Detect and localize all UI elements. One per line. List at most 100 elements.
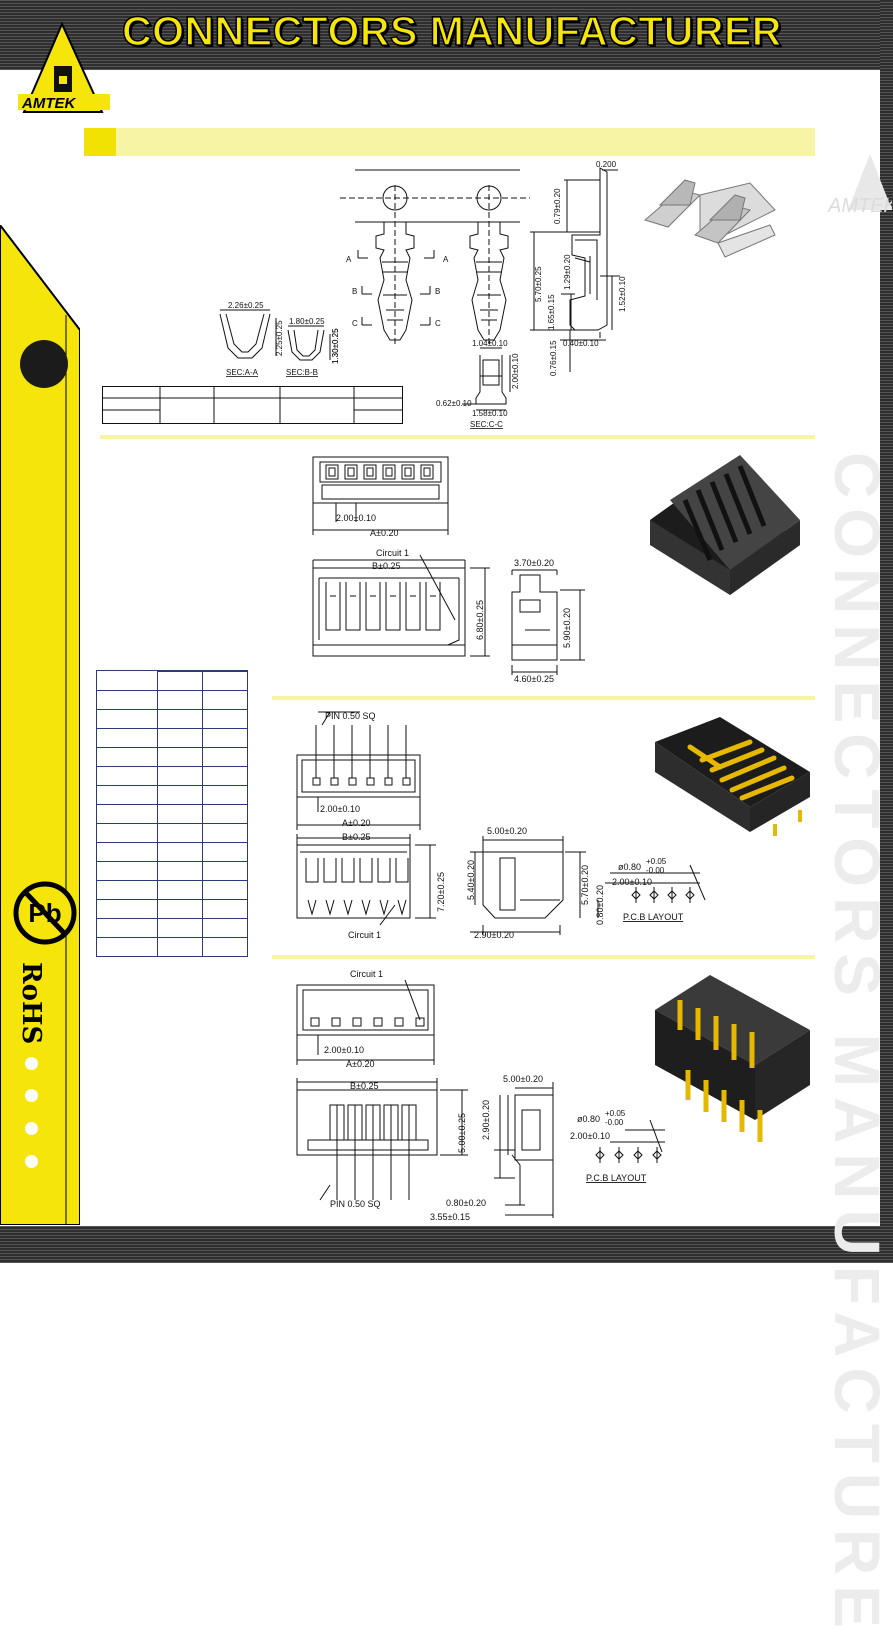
table-row [96,842,248,862]
pcb-hole [595,1147,605,1163]
table-cell [202,823,248,843]
pcb-hole [685,887,695,903]
dim-label: ø0.80 [577,1114,600,1124]
table-row [96,690,248,710]
table-cell [157,804,203,824]
table-cell [202,690,248,710]
terminal-table [102,386,403,424]
dim-label: ø0.80 [618,862,641,872]
pcb-label: P.C.B LAYOUT [586,1173,647,1183]
housing-contact [328,467,336,477]
sidebar-strip [0,225,80,1225]
pin-pad [415,1017,425,1027]
table-row [96,804,248,824]
dim-label: 2.90±0.20 [474,930,514,940]
table-row [96,861,248,881]
dim-label: 0.80±0.20 [595,885,605,925]
dim-label: 3.55±0.15 [430,1212,470,1222]
dim-label: 7.20±0.25 [436,872,446,912]
dim-label: 0.76±0.15 [549,340,558,376]
pin-pad [310,1017,320,1027]
dim-label: A±0.20 [342,818,370,828]
dim-label: 1.52±0.10 [618,276,627,312]
housing-slot [405,582,421,631]
pin-pad [373,1017,383,1027]
table-cell [157,842,203,862]
table-cell [202,709,248,729]
table-cell [202,842,248,862]
watermark-text: CONNECTORS MANUFACTURE [821,452,893,1638]
black-dot-icon [20,340,68,388]
dim-label: -0.00 [646,866,665,875]
section-marker [84,128,116,156]
table-cell [202,899,248,919]
dim-label: 2.26±0.25 [228,301,264,310]
housing-slot [325,582,341,631]
bullet-dot-icon [25,1122,38,1135]
housing-contact [347,467,355,477]
table-cell [157,766,203,786]
dim-label: 2.00±0.10 [570,1131,610,1141]
table-row [96,823,248,843]
table-cell [96,747,158,767]
bullet-dot-icon [25,1089,38,1102]
header-band [0,0,893,70]
housing-slot [345,582,361,631]
pin-pad [312,777,321,786]
pin-pad [352,1017,362,1027]
dim-label: 5.70±0.20 [580,865,590,905]
pin-pad [348,777,357,786]
lead-free-icon: Pb [13,881,77,945]
table-row [96,785,248,805]
housing-contact [404,467,412,477]
table-cell [202,880,248,900]
housing-slot [425,582,441,631]
table-cell [96,823,158,843]
terminal-photo [643,179,776,258]
dim-label: 2.00±0.10 [324,1045,364,1055]
housing-contact [385,467,393,477]
dim-label: 0.80±0.20 [446,1198,486,1208]
table-cell [157,861,203,881]
housing-slot [323,858,337,916]
pin-pad [394,1017,404,1027]
table-cell [96,899,158,919]
smt-vertical-photo [655,975,810,1142]
pcb-hole [652,1147,662,1163]
dim-label: 6.80±0.25 [475,600,485,640]
housing-contact [423,467,431,477]
dim-label: 0.200 [596,160,617,169]
pcb-label: P.C.B LAYOUT [623,912,684,922]
circuit-label: Circuit 1 [348,930,381,940]
table-cell [157,747,203,767]
footer-band [0,1226,893,1263]
section-mark: B [435,287,440,296]
housing-slot [359,858,373,916]
section-label: SEC:B-B [286,368,318,377]
table-cell [202,728,248,748]
amtek-logo: AMTEK [18,21,110,113]
smt-right-angle-drawing: PIN 0.50 SQ 2.00±0.10 A±0.20 B±0.25 7.20… [296,711,706,940]
section-label: SEC:A-A [226,368,259,377]
table-row [96,937,248,957]
housing-slot [305,858,319,916]
dim-label: 1.29±0.20 [563,254,572,290]
housing-slot [341,858,355,916]
dim-label: 1.30±0.25 [331,328,340,364]
dim-label: 1.80±0.25 [289,317,325,326]
dim-label: 2.25±0.25 [275,320,284,356]
dim-label: A±0.20 [346,1059,374,1069]
housing-cell [325,464,339,480]
pcb-hole [631,887,641,903]
rohs-label: RoHS [16,962,46,1045]
table-cell [157,918,203,938]
bullet-dot-icon [25,1155,38,1168]
dim-label: 0.79±0.20 [553,188,562,224]
table-cell [157,709,203,729]
pcb-hole [633,1147,643,1163]
table-cell [96,690,158,710]
pcb-hole [649,887,659,903]
watermark: CONNECTORS MANUFACTURE [821,220,893,1638]
spec-table [96,670,248,957]
table-cell [157,785,203,805]
